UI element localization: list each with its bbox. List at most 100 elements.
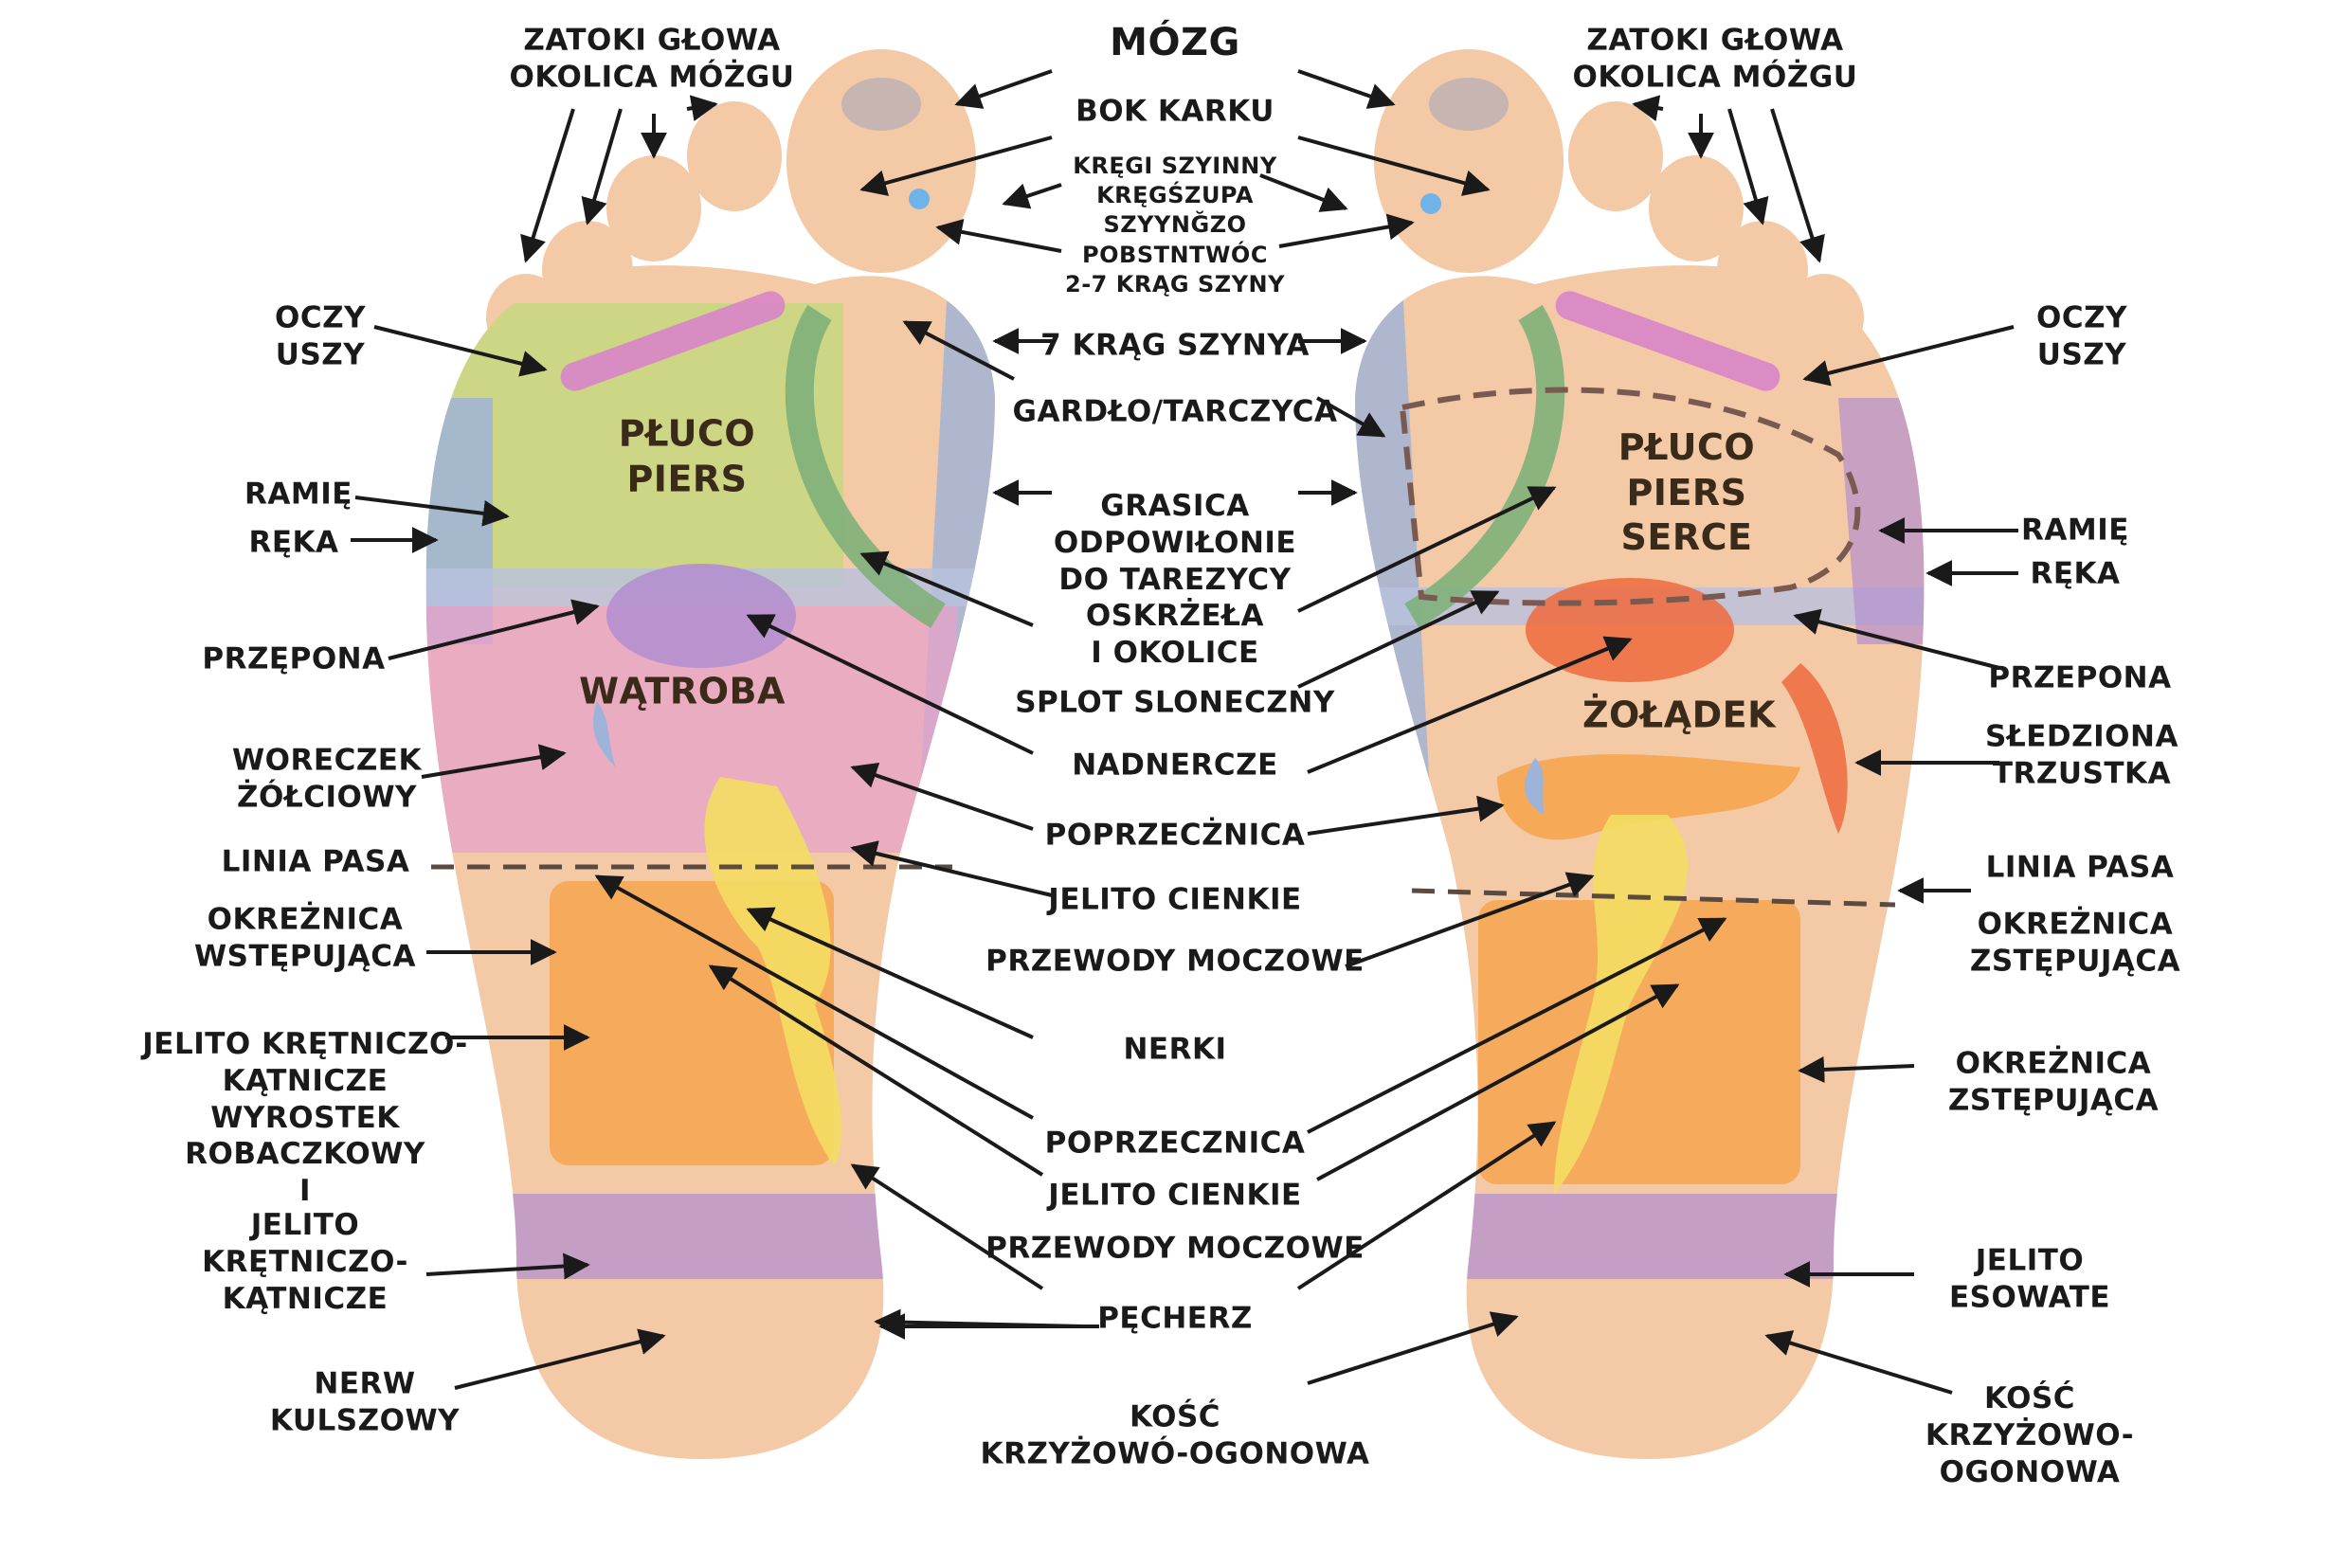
arrow bbox=[1764, 1330, 1953, 1395]
arrow bbox=[902, 320, 1015, 381]
arrow bbox=[354, 496, 510, 527]
arrow bbox=[1297, 486, 1557, 613]
label-bladder: PĘCHERZ bbox=[1097, 1301, 1253, 1336]
arrow bbox=[1727, 108, 1769, 225]
zone-liver: WĄTROBA bbox=[579, 670, 786, 712]
left-toe-hatch bbox=[841, 78, 921, 131]
arrow bbox=[594, 874, 1034, 1120]
label-ureters-2: PRZEWODY MOCZOWE bbox=[985, 1231, 1365, 1266]
label-sinuses-left: ZATOKI GŁOWA OKOLICA MÓŻGU bbox=[509, 23, 795, 94]
label-ileocecal: JELITO KRĘTNICZO- KĄTNICZE WYROSTEK ROBA… bbox=[142, 1027, 468, 1209]
right-toe-hatch bbox=[1429, 78, 1509, 131]
arrow bbox=[1259, 173, 1348, 212]
pointer-arrows bbox=[351, 69, 2018, 1395]
left-neck-dot bbox=[909, 189, 930, 209]
label-sigmoid-colon: JELITO ESOWATE bbox=[1948, 1243, 2111, 1314]
arrow bbox=[708, 964, 1044, 1177]
left-foot bbox=[425, 49, 996, 1459]
zone-lung-left: PŁUCO PIERS bbox=[618, 412, 756, 500]
label-7th-vertebra: 7 KRĄG SZYNYA bbox=[1040, 328, 1310, 363]
arrow bbox=[373, 325, 548, 377]
label-ascending-colon: OKREŻNICA WSTĘPUJĄCA bbox=[193, 902, 417, 973]
arrow bbox=[1798, 1055, 1915, 1083]
arrow bbox=[1002, 183, 1062, 209]
label-kidneys: NERKI bbox=[1123, 1032, 1227, 1067]
arrow bbox=[425, 1253, 590, 1280]
left-toe-2 bbox=[687, 101, 782, 211]
arrow bbox=[1316, 983, 1680, 1181]
right-toe-3 bbox=[1649, 155, 1744, 261]
left-gallbladder bbox=[593, 701, 616, 767]
arrow bbox=[1632, 95, 1664, 121]
arrow bbox=[1297, 590, 1500, 689]
right-pancreas bbox=[1497, 754, 1800, 840]
right-toe-2 bbox=[1568, 101, 1663, 211]
arrow bbox=[1297, 135, 1491, 196]
arrow bbox=[1345, 872, 1595, 968]
right-colon-zone bbox=[1478, 900, 1800, 1184]
arrow bbox=[954, 69, 1053, 109]
right-gallbladder bbox=[1525, 758, 1545, 815]
zone-stomach: ŻOŁĄDEK bbox=[1582, 694, 1777, 736]
right-waistline bbox=[1411, 888, 1896, 908]
right-spleen bbox=[1781, 663, 1848, 834]
arrow bbox=[1307, 636, 1633, 774]
arrow bbox=[520, 108, 575, 263]
arrow bbox=[1307, 795, 1505, 836]
arrow bbox=[1802, 325, 2015, 387]
arrow bbox=[746, 614, 1034, 755]
label-descending-colon-2: OKREŻNICA ZSTĘPUJĄCA bbox=[1947, 1046, 2160, 1117]
right-sigmoid-band bbox=[1355, 1194, 1924, 1279]
arrow bbox=[1307, 1311, 1519, 1385]
right-heart-zone bbox=[1399, 387, 1861, 606]
arrow bbox=[935, 219, 1062, 253]
left-shoulder-band bbox=[560, 291, 786, 391]
label-diaphragm-left: PRZĘPONA bbox=[202, 641, 386, 676]
arrow bbox=[874, 1308, 1086, 1336]
label-throat-thyroid: GARDŁO/TARCZYCA bbox=[1012, 394, 1338, 429]
left-solar-plexus bbox=[606, 564, 796, 668]
label-coccyx-right: KOŚĆ KRZYŻOWO- OGONOWA bbox=[1925, 1380, 2135, 1489]
label-eyes-ears-left: OCZY USZY bbox=[274, 300, 367, 371]
arrow bbox=[1307, 917, 1727, 1134]
label-arm-right: RĘKA bbox=[2030, 556, 2121, 591]
label-coccyx-center: KOŚĆ KRZYŻOWÓ-OGONOWA bbox=[980, 1399, 1370, 1470]
left-sigmoid-band bbox=[426, 1194, 957, 1279]
arrow bbox=[850, 762, 1034, 831]
right-thyroid-band bbox=[1404, 304, 1565, 628]
arrow bbox=[581, 108, 623, 225]
left-small-intestine bbox=[704, 777, 842, 1165]
label-waistline-right: LINIA PASA bbox=[1985, 850, 2175, 885]
zone-lung-heart-right: PŁUCO PIERS SERCE bbox=[1618, 425, 1756, 558]
left-toe-big bbox=[786, 49, 976, 273]
label-neck-side: BOK KARKU bbox=[1076, 94, 1274, 129]
arrow bbox=[850, 1163, 1044, 1290]
right-foot bbox=[1355, 49, 1925, 1459]
arrow bbox=[1770, 108, 1825, 263]
label-small-intestine-2: JELITO CIENKIE bbox=[1048, 1178, 1302, 1213]
arrow bbox=[746, 907, 1034, 1039]
label-brain: MÓZG bbox=[1110, 21, 1240, 64]
label-shoulder-right: RAMIĘ bbox=[2021, 513, 2129, 548]
arrow bbox=[1316, 396, 1386, 438]
label-sciatic-nerve: NERW KULSZOWY bbox=[269, 1366, 461, 1437]
label-transverse-colon-2: POPRZECZNICA bbox=[1044, 1126, 1306, 1161]
label-cervical-spine: KRĘGI SZYINNY KRĘGŚZUPA SZYYNĞZO POBSTNT… bbox=[1065, 153, 1285, 297]
arrow bbox=[850, 840, 1053, 897]
label-shoulder-left: RAMIĘ bbox=[244, 477, 352, 512]
label-transverse-colon-1: POPRZECŻNICA bbox=[1044, 818, 1306, 853]
label-spleen-pancreas: SŁEDZIONA TRZUSTKA bbox=[1985, 719, 2178, 790]
right-toe-big bbox=[1374, 49, 1564, 273]
right-stomach bbox=[1526, 578, 1734, 682]
arrow bbox=[859, 550, 1034, 627]
label-waistline-left: LINIA PASA bbox=[221, 844, 410, 879]
label-gallbladder: WORECZEK ŻÓŁCIOWY bbox=[231, 743, 423, 814]
label-small-intestine-1: JELITO CIENKIE bbox=[1048, 882, 1302, 917]
label-diaphragm-right: PRZEPONA bbox=[1988, 660, 2172, 695]
arrow bbox=[686, 95, 718, 121]
label-adrenal: NADNERCZE bbox=[1072, 748, 1278, 783]
arrow bbox=[421, 744, 567, 779]
label-solar-plexus: SPLOT SLONECZNY bbox=[1015, 685, 1335, 720]
